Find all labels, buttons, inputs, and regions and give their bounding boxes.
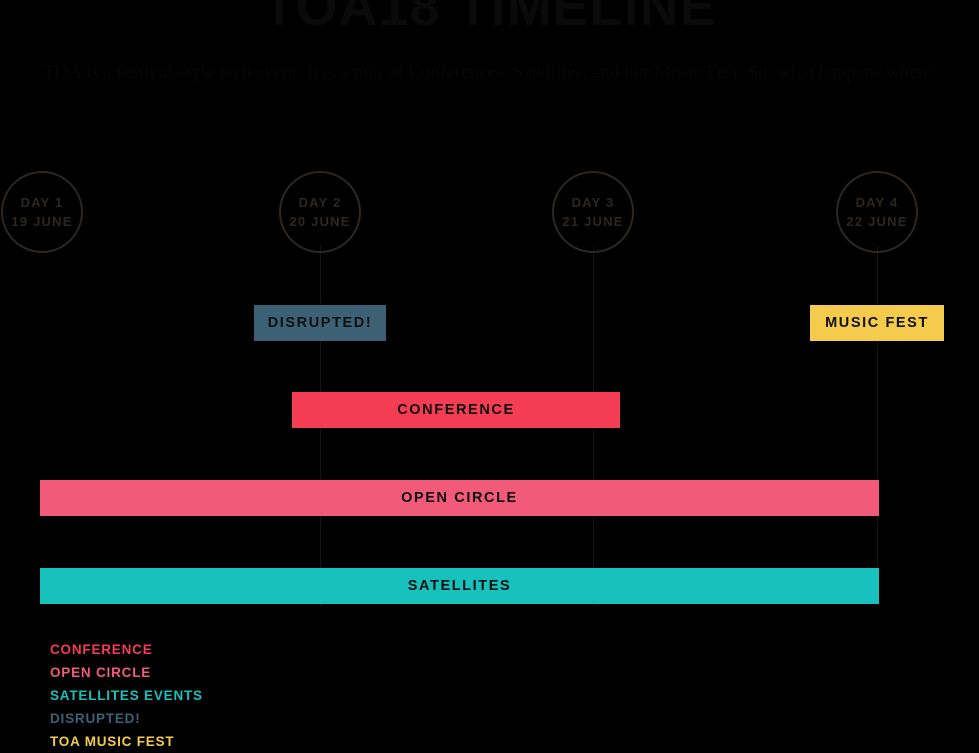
day-date: 20 JUNE xyxy=(289,214,351,229)
bar-disrupted-label: DISRUPTED! xyxy=(267,315,373,331)
day-marker-1[interactable]: DAY 1 19 JUNE xyxy=(1,171,83,253)
day-label: DAY 3 xyxy=(571,194,615,210)
bar-conference[interactable]: CONFERENCE xyxy=(292,392,620,428)
day-marker-2[interactable]: DAY 2 20 JUNE xyxy=(279,171,361,253)
bar-satellites-label: SATELLITES xyxy=(407,578,512,594)
bar-music-fest-label: MUSIC FEST xyxy=(825,315,929,331)
legend: CONFERENCE OPEN CIRCLE SATELLITES EVENTS DI… xyxy=(50,638,203,753)
bar-open-circle[interactable]: OPEN CIRCLE xyxy=(40,480,879,516)
bar-conference-label: CONFERENCE xyxy=(397,402,515,418)
day-date: 19 JUNE xyxy=(11,214,73,229)
day-label: DAY 1 xyxy=(20,194,64,210)
page-subtitle: TOA is a festival-style tech event. It i… xyxy=(43,62,936,83)
legend-disrupted: DISRUPTED! xyxy=(50,711,141,726)
bar-open-circle-label: OPEN CIRCLE xyxy=(401,490,518,506)
legend-toa-music-fest: TOA MUSIC FEST xyxy=(50,734,175,749)
day-label: DAY 2 xyxy=(298,194,342,210)
bar-music-fest[interactable]: MUSIC FEST xyxy=(810,305,944,341)
day-guide-line-3 xyxy=(877,246,878,606)
legend-open-circle: OPEN CIRCLE xyxy=(50,665,152,680)
day-date: 22 JUNE xyxy=(846,214,908,229)
day-marker-4[interactable]: DAY 4 22 JUNE xyxy=(836,171,918,253)
day-label: DAY 4 xyxy=(855,194,899,210)
day-date: 21 JUNE xyxy=(562,214,624,229)
page-title: TOA18 TIMELINE xyxy=(262,0,717,37)
day-marker-3[interactable]: DAY 3 21 JUNE xyxy=(552,171,634,253)
bar-satellites[interactable]: SATELLITES xyxy=(40,568,879,604)
bar-disrupted[interactable]: DISRUPTED! xyxy=(254,305,386,341)
legend-conference: CONFERENCE xyxy=(50,642,153,657)
legend-satellites: SATELLITES EVENTS xyxy=(50,688,203,703)
